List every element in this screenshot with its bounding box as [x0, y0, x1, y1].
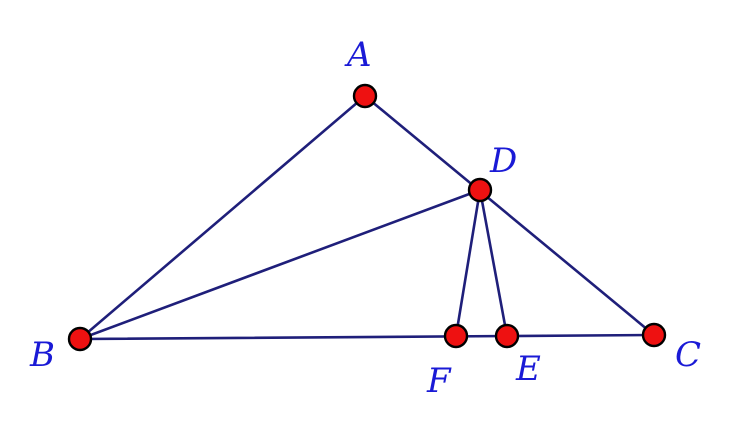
label-e: E	[515, 349, 541, 389]
segment-df	[454, 188, 482, 338]
point-e[interactable]	[494, 323, 520, 349]
label-f: F	[426, 361, 452, 401]
point-a[interactable]	[352, 83, 378, 109]
segment-bd	[78, 188, 482, 341]
point-f[interactable]	[443, 323, 469, 349]
label-b: B	[29, 335, 55, 375]
label-c: C	[675, 335, 701, 375]
segment-de	[478, 188, 509, 338]
segment-bc	[78, 333, 656, 341]
label-a: A	[344, 35, 372, 75]
point-d[interactable]	[467, 177, 493, 203]
label-d: D	[489, 141, 517, 181]
point-b[interactable]	[67, 326, 93, 352]
point-c[interactable]	[641, 322, 667, 348]
segment-ab	[78, 94, 367, 341]
segment-ac	[363, 94, 656, 337]
